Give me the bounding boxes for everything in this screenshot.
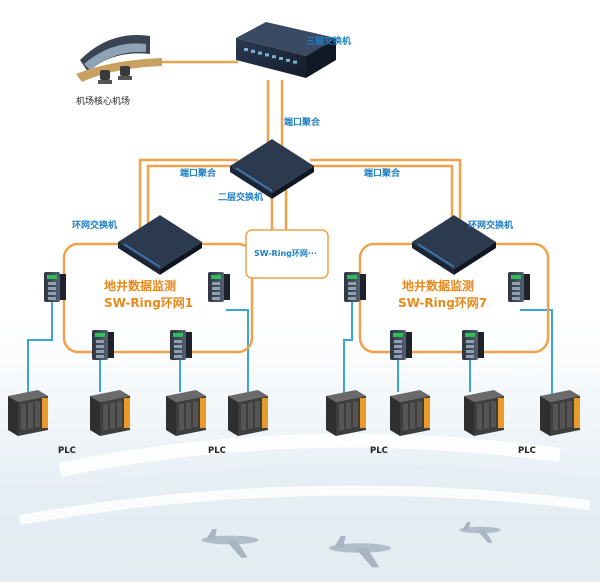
aggregation-link-7: [310, 164, 454, 232]
airplanes: [201, 522, 501, 568]
ring1-title-line2: SW-Ring环网1: [104, 296, 193, 310]
runway-background: [0, 433, 600, 582]
plc-module-icon-2: [90, 390, 130, 436]
din-rail-switch-icon-4: [170, 330, 192, 360]
plc-label-4: PLC: [518, 446, 536, 456]
din-rail-switch-icon-5: [344, 272, 366, 302]
plc-links: [27, 300, 553, 395]
aggregation-link-6: [310, 158, 462, 232]
airplane-icon-3: [459, 522, 501, 543]
devices: [8, 22, 580, 436]
din-rail-switch-icon-8: [462, 330, 484, 360]
ring-switch-right-label: 环网交换机: [468, 219, 513, 231]
l2-switch: [230, 139, 314, 199]
ring-switch-left-label: 环网交换机: [72, 219, 117, 231]
plc-link-8: [520, 309, 553, 395]
plc-module-icon-1: [8, 390, 48, 436]
plc-module-icon-7: [464, 390, 504, 436]
airplane-icon-2: [328, 536, 392, 568]
labels: 机场核心机场 三层交换机 端口聚合 端口聚合 端口聚合 二层交换机 环网交换机 …: [58, 35, 536, 456]
port-agg-left-label: 端口聚合: [180, 167, 217, 179]
din-rail-switch-icon-7: [390, 330, 412, 360]
ring-switch-left: [118, 215, 202, 275]
plc-module-icon-6: [390, 390, 430, 436]
port-agg-top-label: 端口聚合: [284, 116, 321, 128]
rack-switch-icon: [236, 22, 336, 78]
plc-label-3: PLC: [370, 446, 388, 456]
din-rail-switch-icon-6: [508, 272, 530, 302]
aggregation-links: [138, 60, 462, 232]
plc-label-1: PLC: [58, 446, 76, 456]
plc-module-icon-4: [228, 390, 268, 436]
din-rail-switch-icon-3: [92, 330, 114, 360]
l2-switch-label: 二层交换机: [218, 191, 263, 203]
din-rail-switch-icon-2: [208, 272, 230, 302]
ring-more-box: [245, 229, 329, 279]
plc-link-4: [226, 309, 249, 395]
control-room-icon: [76, 35, 162, 84]
airplane-icon-1: [201, 529, 259, 558]
ring-switch-right: [412, 215, 496, 275]
plc-module-icon-5: [326, 390, 366, 436]
plc-link-5: [343, 300, 353, 395]
aggregation-link-4: [138, 158, 238, 232]
core-room-label: 机场核心机场: [76, 95, 130, 107]
plc-link-1: [27, 300, 53, 395]
ring1-title-line1: 地井数据监测: [104, 278, 176, 293]
plc-module-icon-8: [540, 390, 580, 436]
ring-more-label: SW-Ring环网···: [254, 249, 317, 258]
core-switch-label: 三层交换机: [306, 35, 351, 47]
plc-label-2: PLC: [208, 446, 226, 456]
aggregation-link-5: [146, 164, 238, 232]
din-rail-switch-icon-1: [44, 272, 66, 302]
port-agg-right-label: 端口聚合: [364, 167, 401, 179]
ring7-title-line2: SW-Ring环网7: [398, 296, 487, 310]
ring7-title-line1: 地井数据监测: [402, 278, 474, 293]
plc-module-icon-3: [166, 390, 206, 436]
